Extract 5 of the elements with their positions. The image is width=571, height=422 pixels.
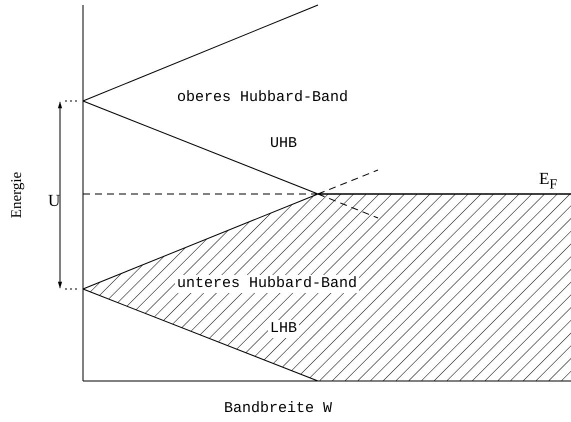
band-abbreviation: LHB — [268, 320, 300, 338]
energy-gap-label: U — [47, 192, 62, 210]
fermi-level-label: E$_{F}$ — [538, 170, 558, 194]
axis-label: Energie — [8, 170, 26, 220]
band-label: unteres Hubbard-Band — [175, 275, 360, 293]
